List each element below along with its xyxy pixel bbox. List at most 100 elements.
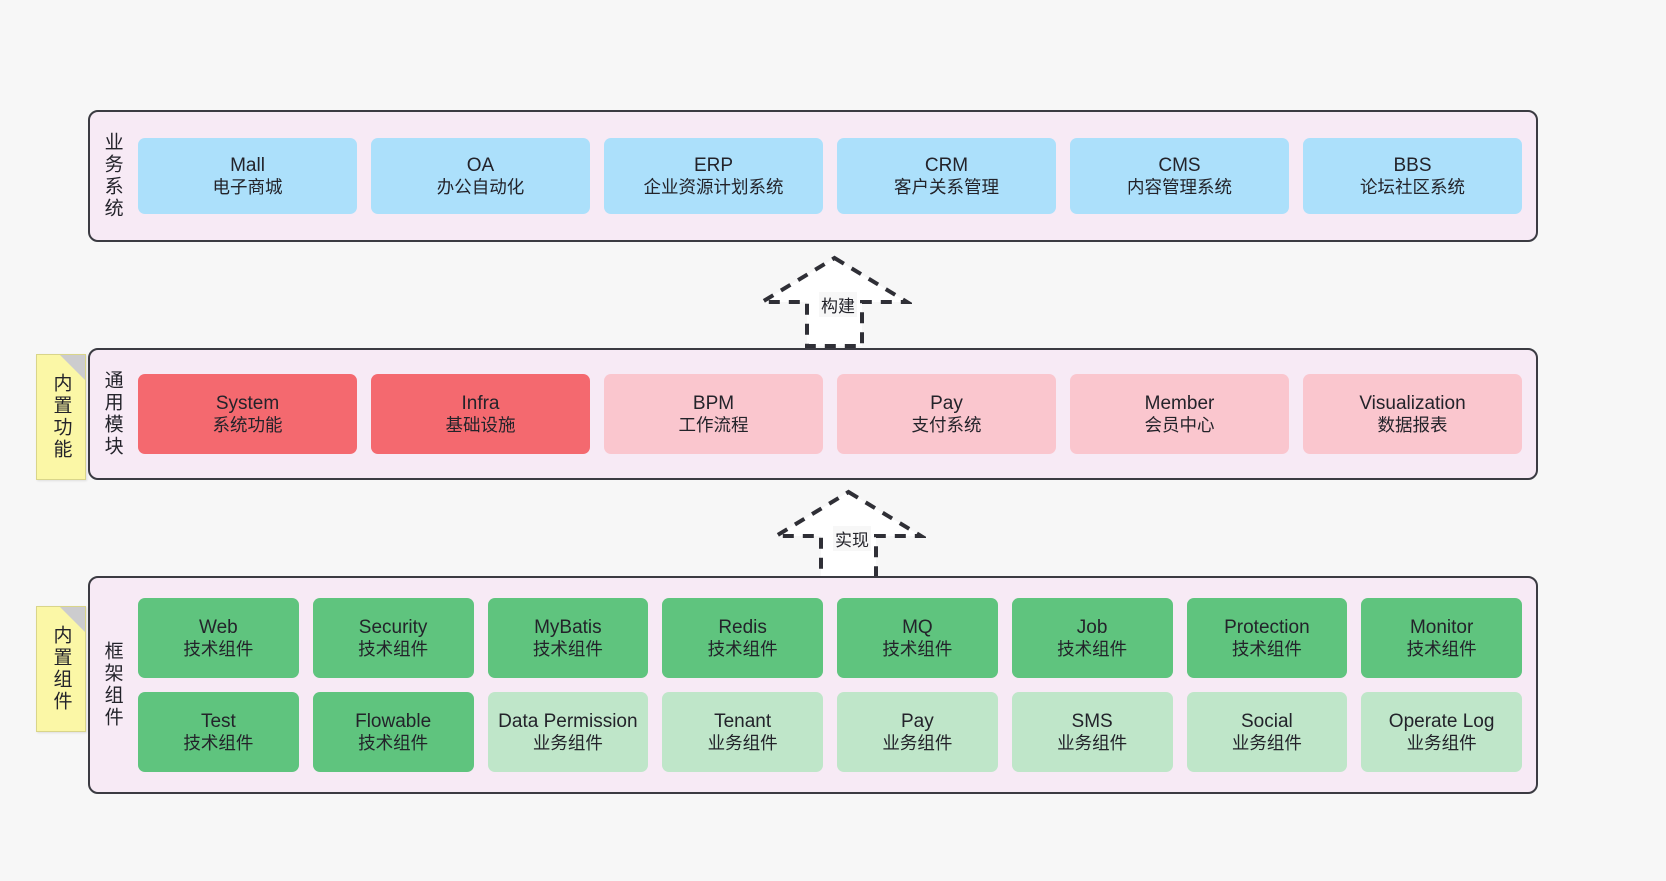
node-crm[interactable]: CRM 客户关系管理 bbox=[837, 138, 1056, 214]
node-infra[interactable]: Infra 基础设施 bbox=[371, 374, 590, 454]
node-label-en: Job bbox=[1076, 616, 1108, 638]
layer-body-business: Mall 电子商城 OA 办公自动化 ERP 企业资源计划系统 CRM 客户关系… bbox=[134, 112, 1536, 240]
node-label-en: Member bbox=[1144, 392, 1215, 414]
node-mybatis[interactable]: MyBatis 技术组件 bbox=[487, 598, 649, 678]
node-visualization[interactable]: Visualization 数据报表 bbox=[1303, 374, 1522, 454]
layer-body-framework: Web 技术组件 Security 技术组件 MyBatis 技术组件 Redi… bbox=[134, 578, 1536, 792]
node-label-cn: 基础设施 bbox=[445, 414, 516, 435]
node-data-permission[interactable]: Data Permission 业务组件 bbox=[487, 692, 649, 772]
node-label-en: MyBatis bbox=[534, 616, 602, 638]
layer-framework-components: 框架组件 Web 技术组件 Security 技术组件 MyBatis 技术组件… bbox=[88, 576, 1538, 794]
node-web[interactable]: Web 技术组件 bbox=[138, 598, 299, 678]
node-job[interactable]: Job 技术组件 bbox=[1011, 598, 1173, 678]
node-redis[interactable]: Redis 技术组件 bbox=[662, 598, 823, 678]
node-mall[interactable]: Mall 电子商城 bbox=[138, 138, 357, 214]
node-test[interactable]: Test 技术组件 bbox=[138, 692, 299, 772]
node-label-en: Test bbox=[200, 710, 236, 732]
node-pay-module[interactable]: Pay 支付系统 bbox=[837, 374, 1056, 454]
node-tenant[interactable]: Tenant 业务组件 bbox=[662, 692, 823, 772]
node-label-cn: 技术组件 bbox=[707, 638, 778, 659]
node-label-cn: 业务组件 bbox=[532, 732, 603, 753]
node-label-cn: 会员中心 bbox=[1144, 414, 1215, 435]
layer-title-modules: 通用模块 bbox=[101, 370, 123, 458]
framework-row-technical: Web 技术组件 Security 技术组件 MyBatis 技术组件 Redi… bbox=[138, 598, 1522, 678]
node-label-cn: 技术组件 bbox=[1231, 638, 1302, 659]
node-label-cn: 技术组件 bbox=[358, 732, 429, 753]
node-monitor[interactable]: Monitor 技术组件 bbox=[1361, 598, 1522, 678]
framework-row-business: Test 技术组件 Flowable 技术组件 Data Permission … bbox=[138, 692, 1522, 772]
node-label-en: ERP bbox=[693, 154, 734, 176]
connector-build-label: 构建 bbox=[819, 292, 857, 317]
node-label-cn: 业务组件 bbox=[1057, 732, 1128, 753]
node-label-cn: 客户关系管理 bbox=[894, 176, 999, 197]
node-protection[interactable]: Protection 技术组件 bbox=[1186, 598, 1348, 678]
node-label-en: SMS bbox=[1071, 710, 1113, 732]
connector-build-arrow: 构建 bbox=[754, 254, 915, 350]
layer-title-business: 业务系统 bbox=[101, 132, 123, 220]
node-erp[interactable]: ERP 企业资源计划系统 bbox=[604, 138, 823, 214]
node-label-en: Social bbox=[1241, 710, 1293, 732]
node-label-cn: 办公自动化 bbox=[436, 176, 525, 197]
connector-implement-arrow: 实现 bbox=[768, 488, 929, 584]
node-label-en: Monitor bbox=[1409, 616, 1474, 638]
node-label-cn: 技术组件 bbox=[358, 638, 429, 659]
node-label-en: Flowable bbox=[355, 710, 432, 732]
node-label-en: System bbox=[215, 392, 280, 414]
business-systems-row: Mall 电子商城 OA 办公自动化 ERP 企业资源计划系统 CRM 客户关系… bbox=[138, 138, 1522, 214]
node-label-en: Infra bbox=[461, 392, 500, 414]
node-label-en: Data Permission bbox=[498, 710, 638, 732]
node-label-en: CMS bbox=[1158, 154, 1201, 176]
node-label-cn: 内容管理系统 bbox=[1127, 176, 1232, 197]
node-label-cn: 数据报表 bbox=[1377, 414, 1448, 435]
node-label-en: CRM bbox=[924, 154, 969, 176]
node-label-cn: 技术组件 bbox=[1406, 638, 1477, 659]
node-label-cn: 工作流程 bbox=[678, 414, 749, 435]
node-label-en: Mall bbox=[230, 154, 265, 176]
node-sms[interactable]: SMS 业务组件 bbox=[1011, 692, 1173, 772]
node-label-en: Visualization bbox=[1359, 392, 1466, 414]
node-label-en: Web bbox=[199, 616, 238, 638]
sticky-note-label: 内置组件 bbox=[50, 625, 72, 713]
node-oa[interactable]: OA 办公自动化 bbox=[371, 138, 590, 214]
node-label-cn: 技术组件 bbox=[1057, 638, 1128, 659]
node-label-en: Redis bbox=[718, 616, 767, 638]
node-label-en: Pay bbox=[930, 392, 963, 414]
node-label-cn: 电子商城 bbox=[212, 176, 283, 197]
node-label-en: BPM bbox=[692, 392, 735, 414]
node-label-cn: 系统功能 bbox=[212, 414, 283, 435]
node-label-cn: 技术组件 bbox=[183, 638, 254, 659]
common-modules-row: System 系统功能 Infra 基础设施 BPM 工作流程 Pay 支付系统… bbox=[138, 374, 1522, 454]
node-security[interactable]: Security 技术组件 bbox=[312, 598, 474, 678]
node-label-en: Pay bbox=[901, 710, 934, 732]
layer-business-systems: 业务系统 Mall 电子商城 OA 办公自动化 ERP 企业资源计划系统 CRM… bbox=[88, 110, 1538, 242]
node-bpm[interactable]: BPM 工作流程 bbox=[604, 374, 823, 454]
node-label-cn: 业务组件 bbox=[1406, 732, 1477, 753]
node-label-cn: 支付系统 bbox=[911, 414, 982, 435]
node-label-cn: 论坛社区系统 bbox=[1360, 176, 1465, 197]
node-label-en: Operate Log bbox=[1388, 710, 1495, 732]
node-label-en: BBS bbox=[1393, 154, 1432, 176]
layer-title-framework: 框架组件 bbox=[101, 641, 123, 729]
node-label-cn: 技术组件 bbox=[532, 638, 603, 659]
sticky-note-built-in-features: 内置功能 bbox=[36, 354, 86, 480]
node-cms[interactable]: CMS 内容管理系统 bbox=[1070, 138, 1289, 214]
node-label-en: Tenant bbox=[714, 710, 772, 732]
node-label-en: Protection bbox=[1224, 616, 1310, 638]
node-operate-log[interactable]: Operate Log 业务组件 bbox=[1361, 692, 1522, 772]
node-social[interactable]: Social 业务组件 bbox=[1186, 692, 1348, 772]
node-label-cn: 业务组件 bbox=[707, 732, 778, 753]
sticky-note-label: 内置功能 bbox=[50, 373, 72, 461]
node-label-cn: 技术组件 bbox=[183, 732, 254, 753]
node-label-en: MQ bbox=[902, 616, 933, 638]
node-label-en: Security bbox=[358, 616, 428, 638]
node-bbs[interactable]: BBS 论坛社区系统 bbox=[1303, 138, 1522, 214]
node-pay-component[interactable]: Pay 业务组件 bbox=[837, 692, 998, 772]
layer-common-modules: 通用模块 System 系统功能 Infra 基础设施 BPM 工作流程 Pay… bbox=[88, 348, 1538, 480]
node-flowable[interactable]: Flowable 技术组件 bbox=[312, 692, 474, 772]
node-system[interactable]: System 系统功能 bbox=[138, 374, 357, 454]
node-member[interactable]: Member 会员中心 bbox=[1070, 374, 1289, 454]
node-label-cn: 企业资源计划系统 bbox=[643, 176, 784, 197]
connector-implement-label: 实现 bbox=[833, 526, 871, 551]
node-mq[interactable]: MQ 技术组件 bbox=[837, 598, 998, 678]
